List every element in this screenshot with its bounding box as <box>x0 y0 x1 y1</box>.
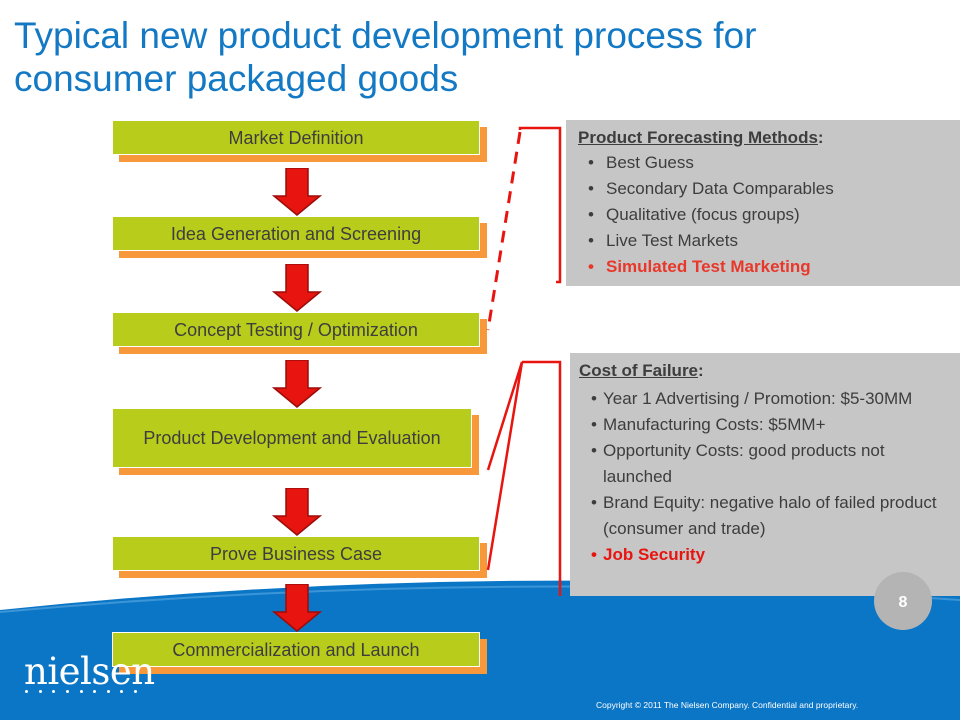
list-item-highlight: • Simulated Test Marketing <box>588 257 948 283</box>
list-item-text: Secondary Data Comparables <box>606 179 834 198</box>
step-product-development: Product Development and Evaluation <box>112 408 479 475</box>
page-title: Typical new product development process … <box>14 15 757 99</box>
forecasting-heading: Product Forecasting Methods: <box>578 128 824 148</box>
step-idea-generation: Idea Generation and Screening <box>112 216 487 258</box>
step-market-definition: Market Definition <box>112 120 487 162</box>
step-label: Market Definition <box>112 120 480 155</box>
list-item-text: Qualitative (focus groups) <box>606 205 800 224</box>
page-number: 8 <box>874 572 932 630</box>
bullet: • <box>588 257 594 276</box>
list-item-text: Live Test Markets <box>606 231 738 250</box>
copyright-text: Copyright © 2011 The Nielsen Company. Co… <box>596 700 859 710</box>
down-arrow-icon <box>272 584 322 632</box>
step-label: Product Development and Evaluation <box>112 408 472 468</box>
forecasting-list: •Best Guess •Secondary Data Comparables … <box>588 153 948 283</box>
bullet: • <box>591 441 597 460</box>
list-item: • Secondary Data Comparables <box>588 179 948 205</box>
bullet: • <box>591 493 597 512</box>
bullet: • <box>591 389 597 408</box>
list-item: • Opportunity Costs: good products not la… <box>591 438 949 490</box>
bullet: • <box>591 415 597 434</box>
step-label: Concept Testing / Optimization <box>112 312 480 347</box>
step-label: Commercialization and Launch <box>112 632 480 667</box>
step-label: Idea Generation and Screening <box>112 216 480 251</box>
list-item-text: Manufacturing Costs: $5MM+ <box>603 415 826 434</box>
heading-colon: : <box>698 361 704 380</box>
list-item-text: Job Security <box>603 545 706 564</box>
bullet: • <box>588 179 594 198</box>
list-item-text: Simulated Test Marketing <box>606 257 811 276</box>
heading-colon: : <box>817 128 824 147</box>
step-prove-business-case: Prove Business Case <box>112 536 487 578</box>
list-item-text: Best Guess <box>606 153 694 172</box>
list-item: • Year 1 Advertising / Promotion: $5-30MM <box>591 386 949 412</box>
list-item: • Brand Equity: negative halo of failed p… <box>591 490 949 542</box>
bullet: • <box>588 205 594 224</box>
down-arrow-icon <box>272 168 322 216</box>
forecasting-heading-text: Product Forecasting Methods <box>578 128 818 147</box>
cost-of-failure-panel: Cost of Failure: • Year 1 Advertising / P… <box>570 353 960 596</box>
nielsen-logo: nielsen <box>24 650 155 693</box>
list-item: • Manufacturing Costs: $5MM+ <box>591 412 949 438</box>
list-item: • Qualitative (focus groups) <box>588 205 948 231</box>
list-item-text: Brand Equity: negative halo of failed pr… <box>603 493 937 538</box>
failure-list: • Year 1 Advertising / Promotion: $5-30MM… <box>591 386 949 568</box>
forecasting-methods-panel: Product Forecasting Methods: • Best Guess… <box>566 120 960 286</box>
logo-dots <box>25 690 137 693</box>
step-concept-testing: Concept Testing / Optimization <box>112 312 487 354</box>
failure-heading: Cost of Failure: <box>579 361 704 381</box>
bullet: • <box>588 231 594 250</box>
step-commercialization: Commercialization and Launch <box>112 632 487 674</box>
list-item: • Best Guess <box>588 153 948 179</box>
bullet: • <box>588 153 594 172</box>
down-arrow-icon <box>272 360 322 408</box>
step-label: Prove Business Case <box>112 536 480 571</box>
list-item-text: Year 1 Advertising / Promotion: $5-30MM <box>603 389 913 408</box>
down-arrow-icon <box>272 488 322 536</box>
list-item: • Live Test Markets <box>588 231 948 257</box>
bullet: • <box>591 545 597 564</box>
list-item-highlight: • Job Security <box>591 542 949 568</box>
down-arrow-icon <box>272 264 322 312</box>
list-item-text: Opportunity Costs: good products not lau… <box>603 441 885 486</box>
failure-heading-text: Cost of Failure <box>579 361 699 380</box>
